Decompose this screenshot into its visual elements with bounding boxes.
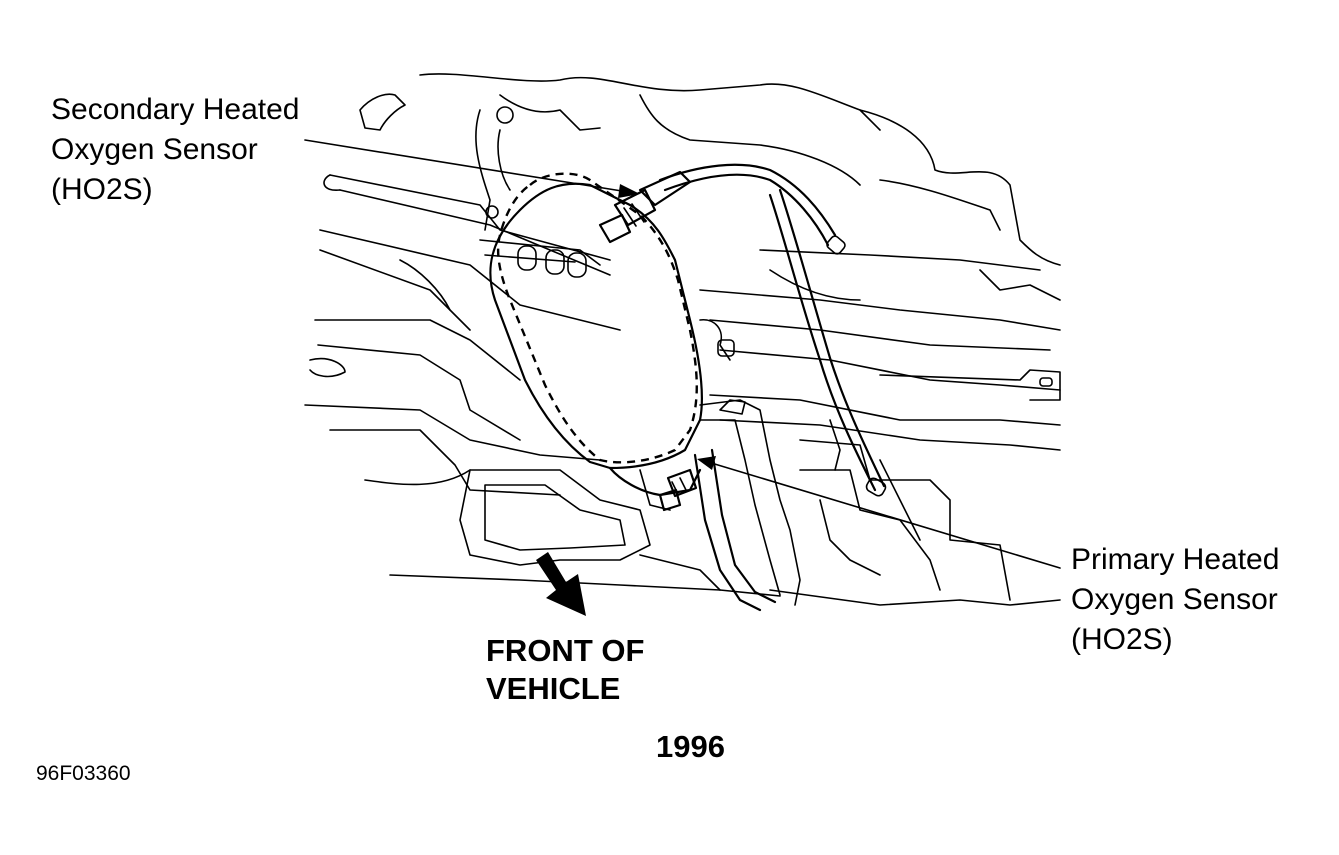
secondary-callout-line1: Secondary Heated <box>51 93 300 126</box>
front-of-vehicle-label: FRONT OF VEHICLE <box>486 632 644 708</box>
figure-code: 96F03360 <box>36 762 131 785</box>
pipe-clamps <box>479 163 887 497</box>
leader-lines <box>304 139 1061 569</box>
front-direction-arrow <box>536 552 586 616</box>
primary-callout-line2: Oxygen Sensor <box>1071 583 1278 616</box>
chassis-outlines <box>304 73 1061 606</box>
secondary-callout-line2: Oxygen Sensor <box>51 133 258 166</box>
front-label-line2: VEHICLE <box>486 671 621 706</box>
primary-callout-line1: Primary Heated <box>1071 543 1280 576</box>
year-label: 1996 <box>656 729 725 764</box>
primary-sensor-shape <box>658 468 698 512</box>
primary-sensor-callout: Primary Heated Oxygen Sensor (HO2S) <box>1071 540 1279 660</box>
front-label-line1: FRONT OF <box>486 633 645 668</box>
secondary-sensor-shape <box>598 170 692 244</box>
secondary-sensor-callout: Secondary Heated Oxygen Sensor (HO2S) <box>51 90 300 210</box>
secondary-callout-line3: (HO2S) <box>51 173 153 206</box>
primary-callout-line3: (HO2S) <box>1071 623 1173 656</box>
